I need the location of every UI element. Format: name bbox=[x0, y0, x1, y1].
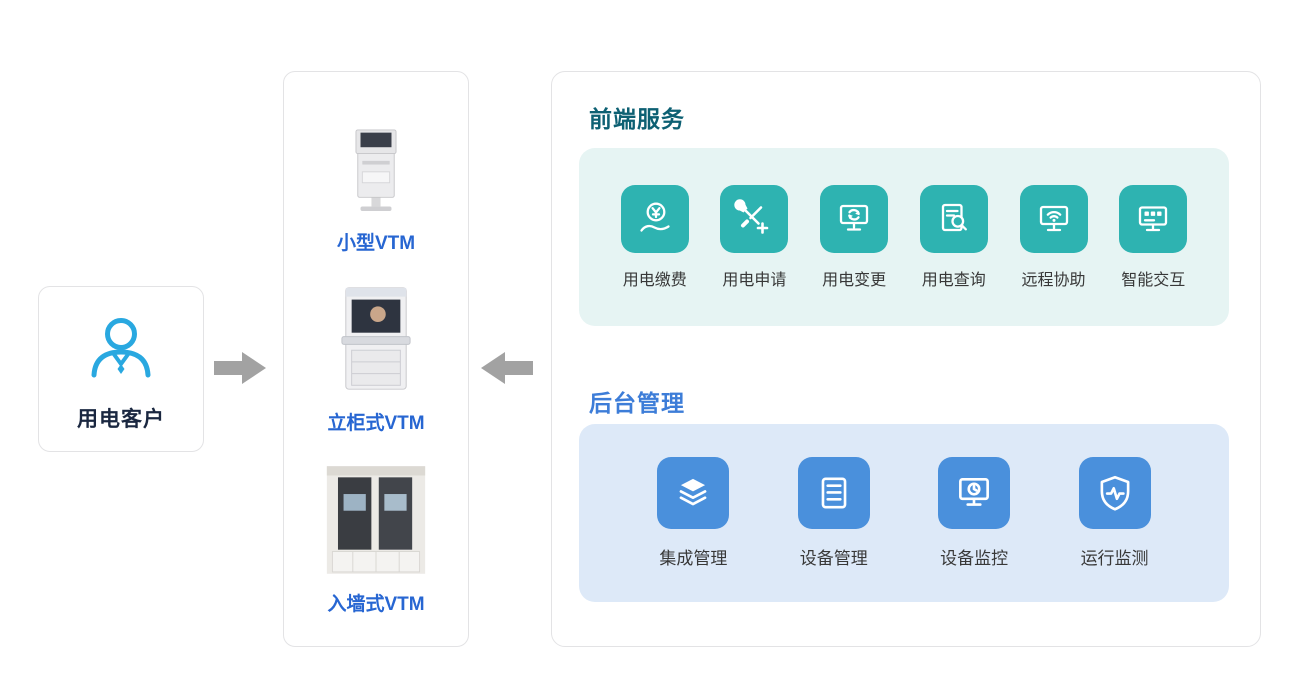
service-label: 智能交互 bbox=[1121, 271, 1186, 289]
service-item-device-monitoring: 设备监控 bbox=[938, 457, 1011, 569]
service-label: 集成管理 bbox=[659, 549, 728, 568]
service-item-device-management: 设备管理 bbox=[797, 457, 870, 569]
small-vtm-photo bbox=[335, 124, 417, 216]
vtm-item-wall: 入墙式VTM bbox=[325, 463, 427, 616]
device-monitoring-icon bbox=[938, 457, 1011, 529]
integration-icon bbox=[657, 457, 730, 529]
customer-box: 用电客户 bbox=[38, 286, 204, 452]
arrow-left-icon bbox=[481, 350, 533, 386]
vtm-label: 立柜式VTM bbox=[327, 412, 425, 434]
change-icon bbox=[820, 184, 889, 253]
operation-monitoring-icon bbox=[1078, 457, 1151, 529]
query-icon bbox=[919, 184, 988, 253]
service-item-change: 用电变更 bbox=[820, 184, 889, 290]
customer-label: 用电客户 bbox=[77, 408, 165, 431]
vtm-panel: 小型VTM 立柜式VTM bbox=[283, 71, 469, 647]
vtm-label: 入墙式VTM bbox=[327, 594, 425, 615]
person-icon bbox=[79, 309, 163, 393]
arrow-right-icon bbox=[214, 350, 266, 386]
remote-assist-icon bbox=[1019, 184, 1088, 253]
service-label: 用电查询 bbox=[921, 271, 986, 289]
service-label: 用电变更 bbox=[822, 271, 887, 289]
service-label: 用电缴费 bbox=[622, 271, 687, 289]
service-label: 设备管理 bbox=[799, 549, 868, 568]
service-item-operation-monitoring: 运行监测 bbox=[1078, 457, 1151, 569]
application-icon bbox=[720, 184, 789, 253]
service-label: 运行监测 bbox=[1080, 549, 1149, 568]
vtm-item-cabinet: 立柜式VTM bbox=[327, 284, 425, 435]
frontend-title: 前端服务 bbox=[589, 106, 685, 132]
cabinet-vtm-photo bbox=[332, 284, 420, 396]
service-item-query: 用电查询 bbox=[919, 184, 988, 290]
services-panel: 前端服务 用电缴费 bbox=[551, 71, 1261, 647]
vtm-item-small: 小型VTM bbox=[335, 124, 417, 255]
smart-interaction-icon bbox=[1119, 184, 1188, 253]
service-label: 用电申请 bbox=[722, 271, 787, 289]
wall-vtm-photo bbox=[325, 463, 427, 577]
payment-icon bbox=[620, 184, 689, 253]
backend-title: 后台管理 bbox=[589, 390, 685, 416]
service-item-application: 用电申请 bbox=[720, 184, 789, 290]
backend-management-box: 集成管理 设备管理 bbox=[579, 424, 1229, 602]
service-item-smart-interaction: 智能交互 bbox=[1119, 184, 1188, 290]
service-item-integration: 集成管理 bbox=[657, 457, 730, 569]
service-label: 远程协助 bbox=[1021, 271, 1086, 289]
service-label: 设备监控 bbox=[940, 549, 1009, 568]
vtm-label: 小型VTM bbox=[336, 233, 416, 254]
device-management-icon bbox=[797, 457, 870, 529]
service-item-payment: 用电缴费 bbox=[620, 184, 689, 290]
service-item-remote-assist: 远程协助 bbox=[1019, 184, 1088, 290]
frontend-services-box: 用电缴费 用电申请 bbox=[579, 148, 1229, 326]
